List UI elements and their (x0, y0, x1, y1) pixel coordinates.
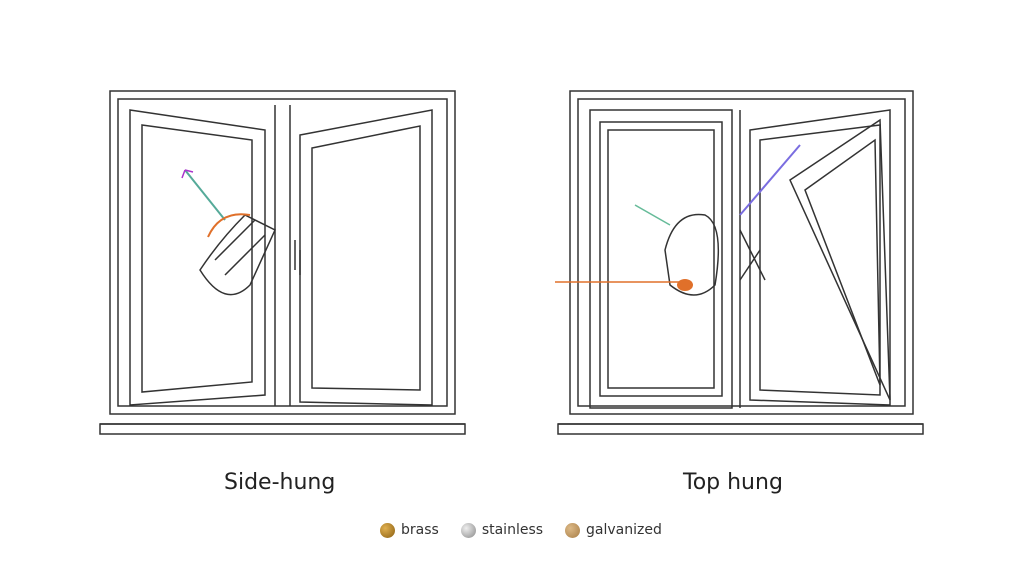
side-hung-label: Side-hung (224, 470, 336, 495)
legend-label: stainless (481, 522, 544, 538)
top-hung-label: Top hung (683, 470, 783, 495)
galvanized-swatch-icon (565, 522, 581, 538)
stainless-swatch-icon (460, 522, 476, 538)
top-hung-window (555, 90, 924, 435)
legend-item-galvanized: galvanized (565, 522, 662, 538)
side-hung-window (99, 90, 466, 435)
legend-item-stainless: stainless (460, 522, 544, 538)
legend-label: galvanized (586, 522, 662, 538)
legend-item-brass: brass (380, 522, 439, 538)
legend: brass stainless galvanized (380, 522, 662, 538)
legend-label: brass (401, 522, 439, 538)
brass-swatch-icon (380, 522, 395, 538)
